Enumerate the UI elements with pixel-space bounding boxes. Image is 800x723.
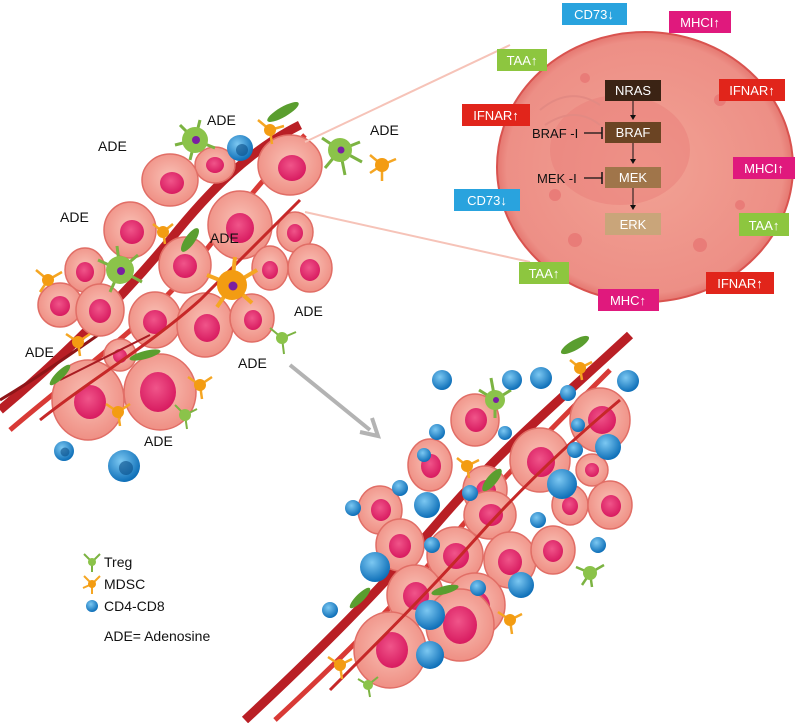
treg-cell [174,119,216,161]
zoom-line [304,44,511,143]
erk-label: ERK [620,217,647,232]
treg-cell [174,404,198,430]
taa-tag-label: TAA↑ [529,266,560,281]
mdsc-cell [456,457,480,479]
treg-cell [97,245,143,293]
ade-label: ADE [25,344,54,360]
ade-label: ADE [144,433,173,449]
t-cell [227,135,253,161]
mhci-tag [669,11,731,33]
legend: Treg MDSC CD4-CD8 ADE= Adenosine [82,553,210,644]
treg-cell [478,377,512,418]
taa-tag [739,213,789,236]
ade-label: ADE [294,303,323,319]
braf-inhibitor-label: BRAF -I [532,126,578,141]
treg-cell [321,136,363,176]
tumor-cell-cluster [37,134,333,441]
braf-label: BRAF [616,125,651,140]
mdsc-cell [257,119,285,145]
mek-label: MEK [619,170,648,185]
ade-label: ADE [370,122,399,138]
mdsc-cell [187,375,213,400]
legend-mdsc-icon [82,575,101,594]
treg-cell [575,563,605,588]
taa-tag [519,262,569,284]
ade-label: ADE [238,355,267,371]
mhc-tag [598,289,659,311]
mdsc-cell [152,223,174,245]
ifnar-tag-label: IFNAR↑ [729,83,775,98]
mdsc-cell [65,332,91,357]
ifnar-tag [719,79,785,101]
legend-mdsc-label: MDSC [104,576,145,592]
mdsc-cell [206,256,259,309]
mdsc-cell [105,402,131,427]
ade-label: ADE [60,209,89,225]
legend-cd4-cd8-label: CD4-CD8 [104,598,165,614]
transition-arrow [288,363,382,439]
erk-node [605,213,661,235]
cd73-tag-label: CD73↓ [574,7,614,22]
ade-label: ADE [98,138,127,154]
legend-t-cell-icon [86,600,98,612]
t-cell [54,441,74,461]
legend-treg-label: Treg [104,554,132,570]
cd73-tag [562,3,627,25]
t-cell [108,450,140,482]
surface-markers: CD73↓ MHCI↑ TAA↑ IFNAR↑ IFNAR↑ MHCI↑ CD7… [454,3,795,311]
treg-cell [357,676,379,698]
left-tumor: ADE ADE ADE ADE ADE ADE ADE ADE ADE [0,102,399,482]
ade-label: ADE [207,112,236,128]
mhci-tag-label: MHCI↑ [680,15,720,30]
mdsc-cell [369,154,397,181]
t-cell-cluster [322,367,639,669]
mek-inhibitor-label: MEK -I [537,171,577,186]
nras-node [605,80,661,101]
mek-node [605,167,661,188]
mapk-pathway: NRAS BRAF MEK ERK BRAF -I MEK -I [532,80,661,235]
mdsc-cell [35,269,63,293]
taa-tag-label: TAA↑ [507,53,538,68]
cd73-tag [454,189,520,211]
nras-label: NRAS [615,83,651,98]
blood-vessel [0,120,303,414]
treg-cell [269,327,297,355]
mhc-tag-label: MHC↑ [610,293,646,308]
mhci-tag [733,157,795,179]
treated-tumor [241,331,639,723]
mdsc-cell [497,610,523,635]
ifnar-tag-label: IFNAR↑ [717,276,763,291]
mdsc-cell [569,359,593,381]
braf-node [605,122,661,143]
ifnar-tag-label: IFNAR↑ [473,108,519,123]
zoom-line [304,211,531,263]
legend-treg-icon [83,553,101,572]
ifnar-tag [462,104,530,126]
ade-label: ADE [210,230,239,246]
cd73-tag-label: CD73↓ [467,193,507,208]
taa-tag-label: TAA↑ [749,218,780,233]
ifnar-tag [706,272,774,294]
taa-tag [497,49,547,71]
mdsc-cell [327,655,353,680]
mhci-tag-label: MHCI↑ [744,161,784,176]
legend-ade-definition: ADE= Adenosine [104,628,210,644]
